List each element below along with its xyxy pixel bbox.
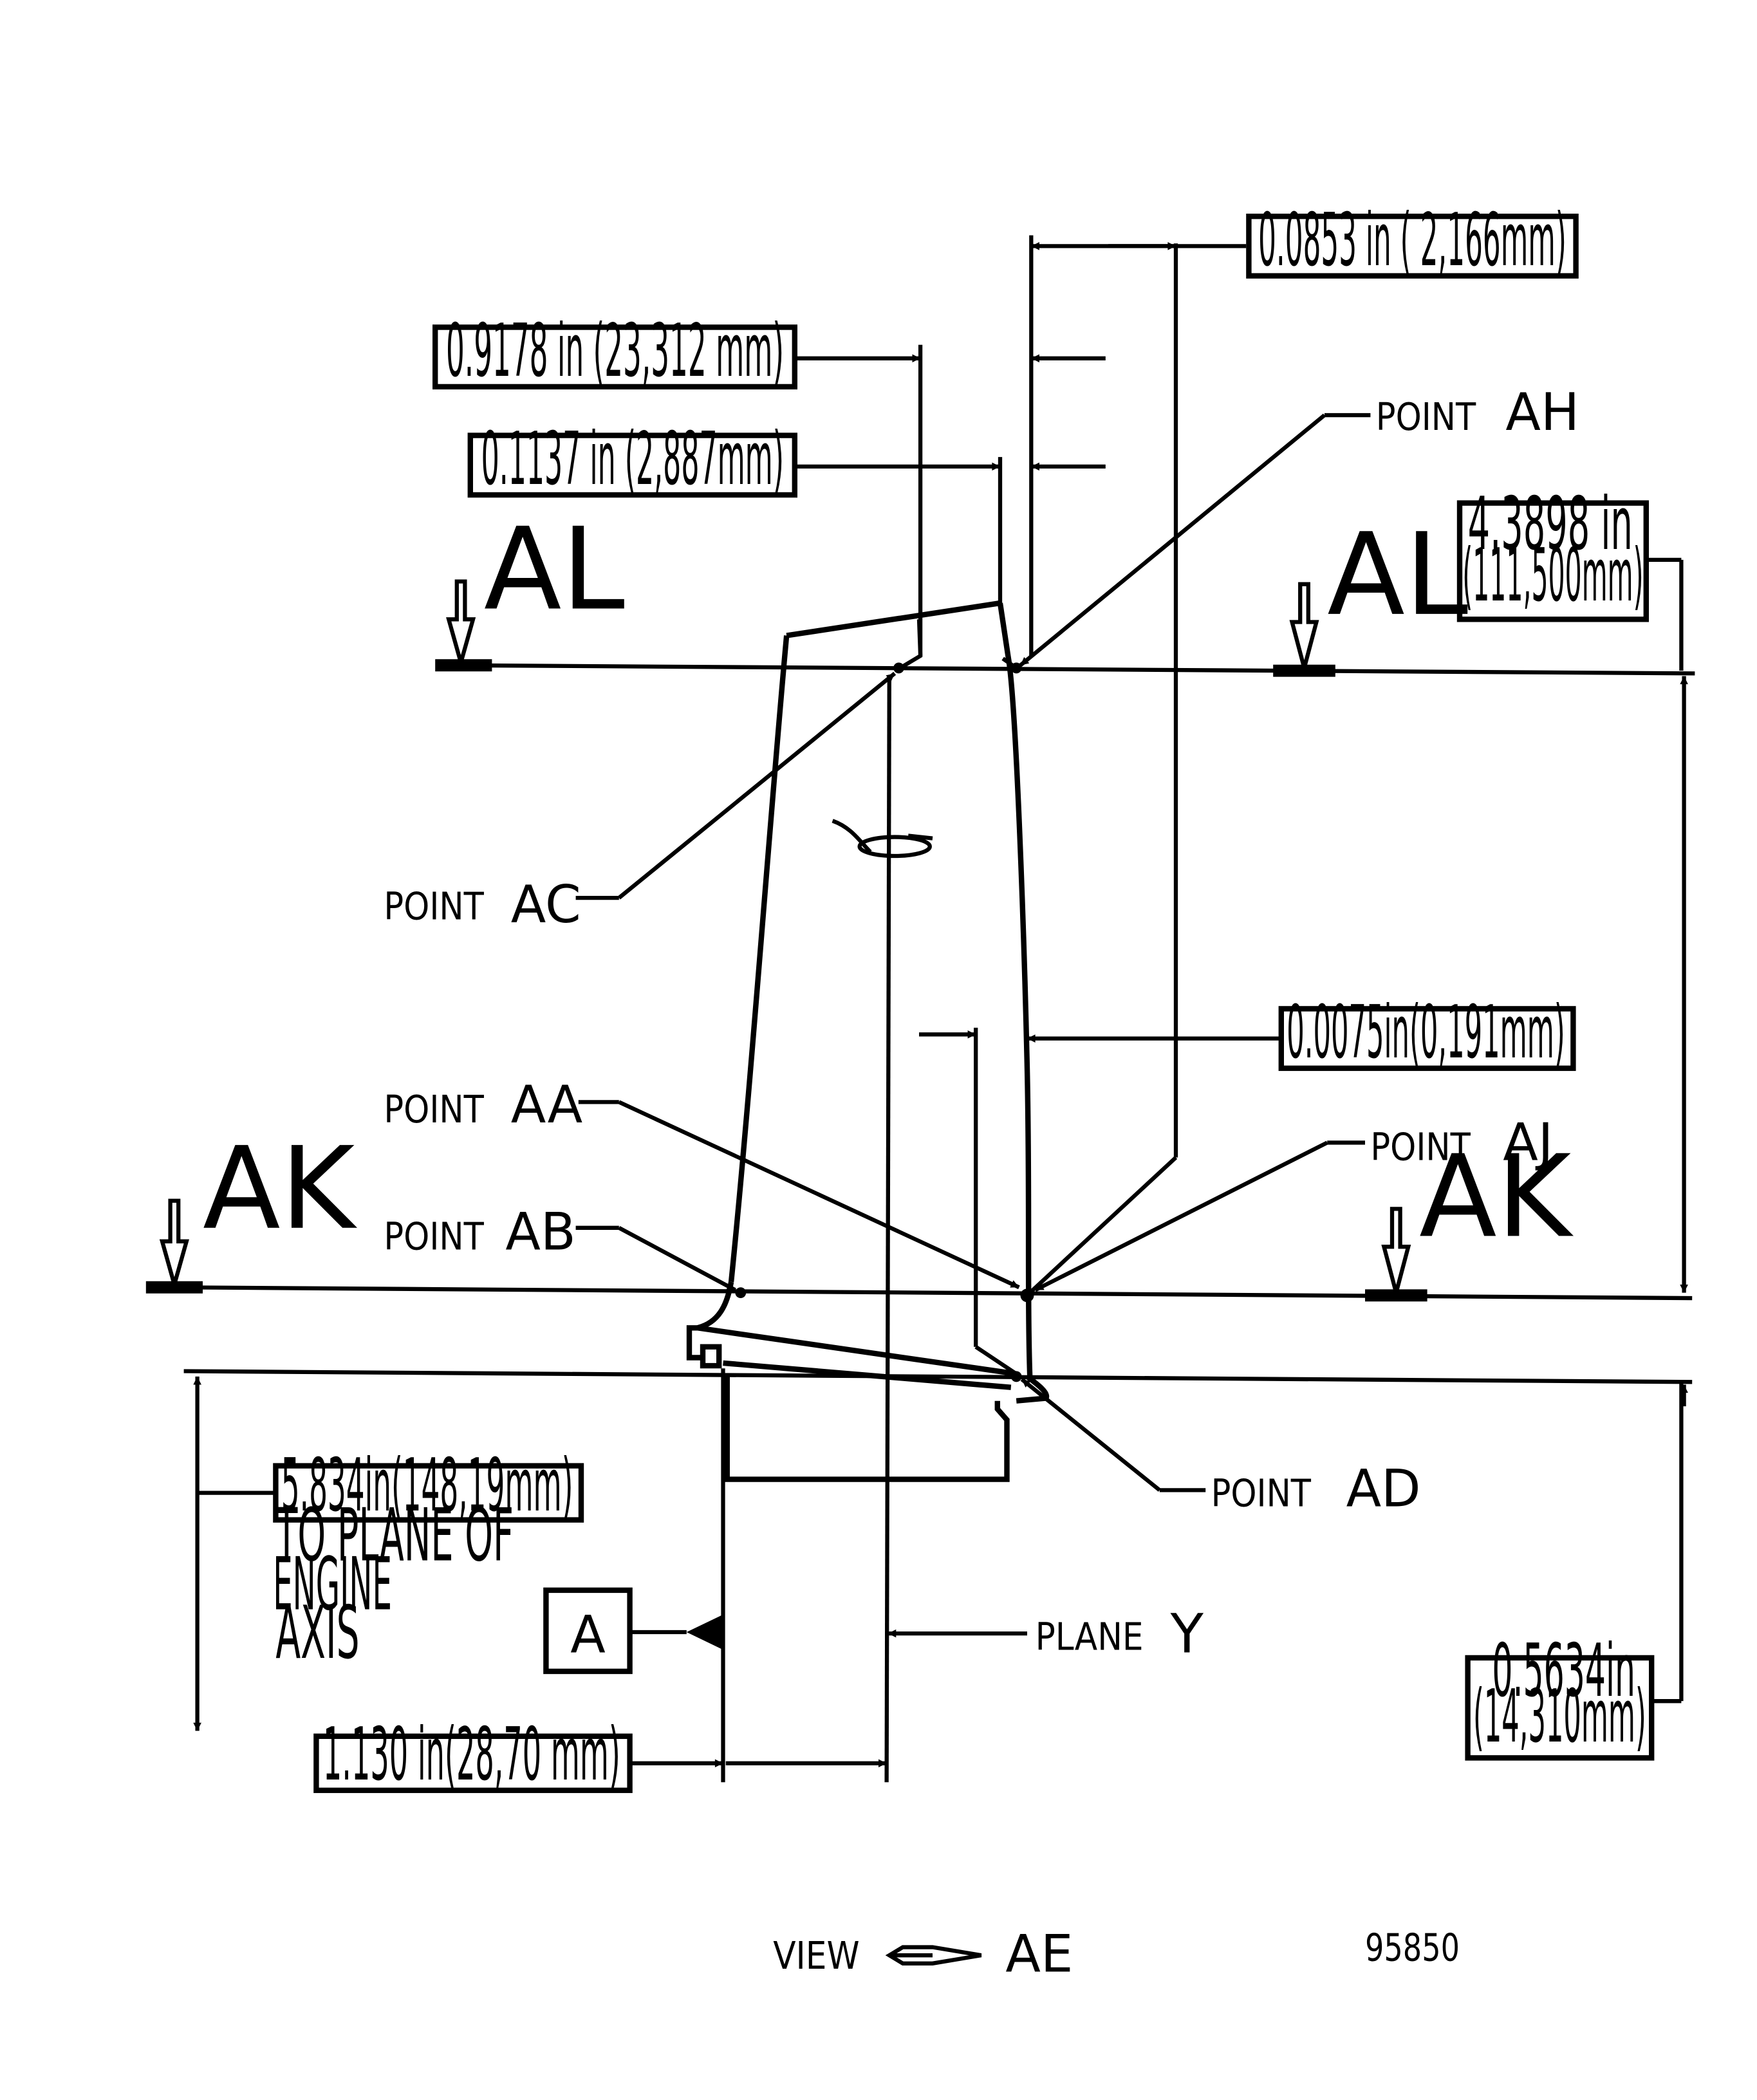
point-ac: POINT AC <box>384 662 904 934</box>
view-label: VIEW AE <box>773 1924 1073 1984</box>
section-marker-ak-right: AK <box>1381 1130 1574 1301</box>
point-ab-word: POINT <box>384 1214 484 1258</box>
dimension-1137: 0.1137 in (2,887mm) <box>467 416 1106 501</box>
engine-axis-note: TO PLANE OF ENGINE AXIS <box>273 1493 514 1675</box>
point-ac-word: POINT <box>384 884 484 929</box>
plane-y: PLANE Y <box>888 1603 1204 1666</box>
view-id: AE <box>1005 1924 1073 1984</box>
section-al-left-label: AL <box>484 503 625 635</box>
extension-lines <box>721 235 1684 1783</box>
section-al-right-label: AL <box>1327 508 1468 641</box>
point-ad: POINT AD <box>1010 1371 1421 1519</box>
reference-line-ad <box>183 1369 1693 1384</box>
point-ac-id: AC <box>511 875 581 934</box>
dimension-5834-text: 5.834in(148,19mm) <box>281 1443 573 1528</box>
view-arrow-icon <box>885 1945 982 1965</box>
point-ah-word: POINT <box>1376 395 1476 439</box>
blade-outline <box>728 600 1033 1377</box>
point-ah-id: AH <box>1505 382 1579 442</box>
datum-a: A <box>543 1587 723 1675</box>
view-word: VIEW <box>773 1933 859 1978</box>
section-ak-right-label: AK <box>1419 1130 1574 1263</box>
plane-y-id: Y <box>1170 1603 1204 1666</box>
dimension-9178-text: 0.9178 in (23,312 mm) <box>446 308 784 393</box>
section-ak-left-label: AK <box>203 1122 358 1255</box>
engine-axis-note-2: ENGINE <box>273 1541 392 1626</box>
point-aa-id: AA <box>511 1075 582 1135</box>
point-ab: POINT AB <box>384 1202 747 1299</box>
dimension-05634-text-2: (14,310mm) <box>1473 1674 1646 1759</box>
dimension-1137-text: 0.1137 in (2,887mm) <box>481 416 784 501</box>
point-ad-word: POINT <box>1211 1471 1312 1516</box>
dimension-1130: 1.130 in(28,70 mm) <box>313 1712 887 1797</box>
dimension-0075-text: 0.0075in(0,191mm) <box>1287 990 1565 1075</box>
dimension-43898-text-1: 4.3898 in <box>1468 481 1633 566</box>
datum-a-label: A <box>570 1605 606 1665</box>
point-aa-word: POINT <box>384 1087 484 1131</box>
section-marker-al-left: AL <box>446 503 625 671</box>
dimension-0075: 0.0075in(0,191mm) <box>919 990 1576 1075</box>
dimension-1130-text: 1.130 in(28,70 mm) <box>323 1712 620 1797</box>
figure-number: 95850 <box>1365 1926 1460 1970</box>
section-line-ak <box>145 1281 1693 1302</box>
dimension-43898: 4.3898 in (111,500mm) <box>1456 481 1688 1293</box>
section-marker-al-right: AL <box>1289 508 1468 676</box>
point-ad-id: AD <box>1346 1459 1421 1519</box>
plane-y-word: PLANE <box>1036 1614 1144 1659</box>
point-aj-word: POINT <box>1370 1125 1471 1169</box>
dimension-05634: 0.5634in (14,310mm) <box>1465 1384 1688 1761</box>
dimension-9178: 0.9178 in (23,312 mm) <box>432 308 1106 393</box>
point-aj: POINT AJ <box>1020 1113 1553 1303</box>
engine-axis-note-1: TO PLANE OF <box>275 1493 514 1578</box>
point-aa: POINT AA <box>384 1075 1020 1290</box>
dimension-0853-text: 0.0853 in ( 2,166mm) <box>1258 198 1566 283</box>
point-aj-id: AJ <box>1503 1113 1553 1173</box>
point-ah: POINT AH <box>1010 382 1579 674</box>
point-ab-id: AB <box>505 1202 575 1261</box>
engine-axis-note-3: AXIS <box>275 1590 359 1675</box>
dimension-5834: 5.834in(148,19mm) <box>193 1376 584 1731</box>
dimension-43898-text-2: (111,500mm) <box>1462 533 1643 618</box>
section-line-al <box>435 659 1695 677</box>
dimension-05634-text-1: 0.5634in <box>1492 1628 1635 1713</box>
blade-platform <box>686 1281 1050 1482</box>
dimension-0853: 0.0853 in ( 2,166mm) <box>1031 198 1579 283</box>
section-marker-ak-left: AK <box>159 1122 358 1292</box>
